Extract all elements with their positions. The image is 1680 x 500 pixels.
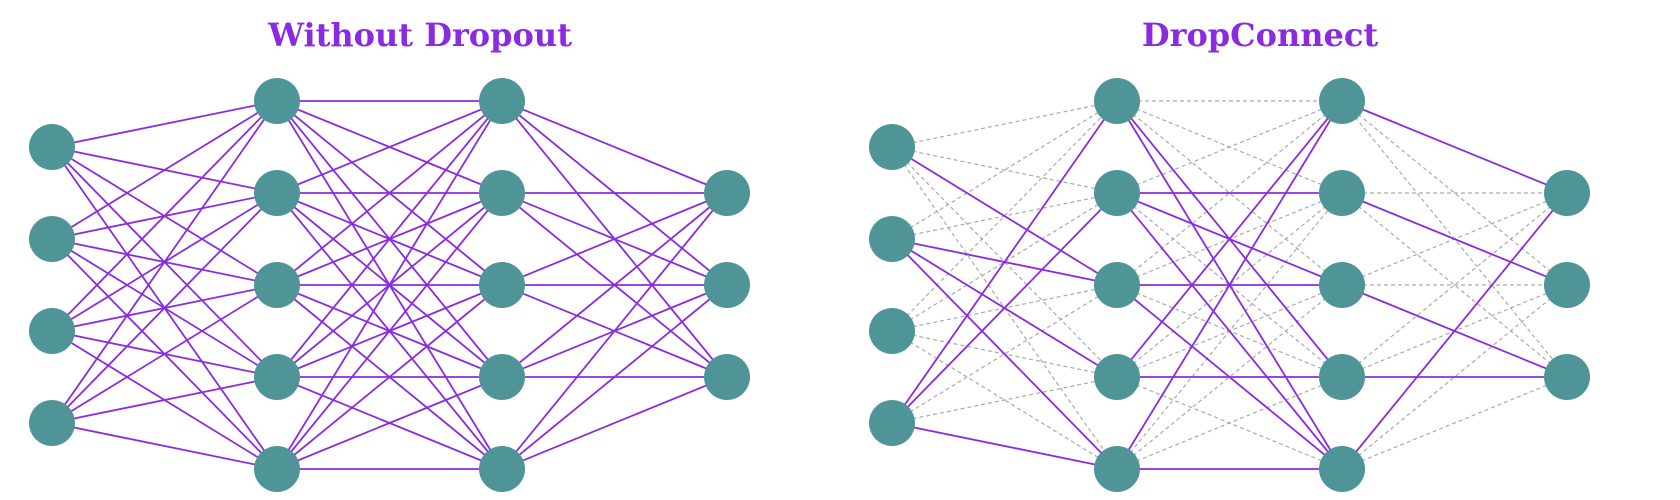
panel-title: Without Dropout — [268, 16, 572, 54]
network-diagram-dropconnect — [869, 78, 1590, 492]
active-connection — [501, 376, 728, 470]
hidden-2-node — [479, 446, 525, 492]
active-connection — [1116, 192, 1343, 470]
dropped-connection — [891, 284, 1118, 424]
active-connection — [51, 100, 278, 240]
active-connection — [1116, 100, 1343, 378]
dropped-connection — [891, 192, 1118, 332]
input-node — [869, 124, 915, 170]
hidden-2-node — [1319, 78, 1365, 124]
output-node — [1544, 354, 1590, 400]
hidden-2-node — [1319, 446, 1365, 492]
active-connection — [891, 100, 1118, 424]
output-node — [704, 354, 750, 400]
input-node — [29, 308, 75, 354]
output-node — [704, 170, 750, 216]
input-node — [869, 400, 915, 446]
active-connection — [276, 376, 503, 470]
input-node — [869, 308, 915, 354]
nodes-group — [869, 78, 1590, 492]
output-node — [704, 262, 750, 308]
dropped-connection — [891, 100, 1118, 332]
hidden-1-node — [254, 262, 300, 308]
active-connection — [276, 100, 503, 194]
active-connection — [1341, 100, 1568, 194]
hidden-2-node — [479, 262, 525, 308]
active-connection — [1341, 192, 1568, 470]
active-connection — [891, 192, 1118, 424]
input-node — [29, 216, 75, 262]
input-node — [869, 216, 915, 262]
active-connection — [276, 192, 503, 470]
nodes-group — [29, 78, 750, 492]
panel-title: DropConnect — [1141, 16, 1379, 54]
hidden-1-node — [254, 170, 300, 216]
active-connection — [276, 100, 503, 470]
output-node — [1544, 170, 1590, 216]
active-connection — [501, 192, 728, 286]
active-connection — [276, 284, 503, 470]
dropped-connection — [891, 376, 1118, 424]
active-connection — [891, 422, 1118, 470]
active-connection — [891, 146, 1118, 286]
active-connection — [276, 100, 503, 378]
active-connection — [501, 192, 728, 378]
active-connection — [51, 422, 278, 470]
active-connection — [501, 100, 728, 194]
dropped-connection — [891, 100, 1118, 148]
active-connection — [51, 100, 278, 424]
network-diagram-without-dropout — [29, 78, 750, 492]
dropped-connection — [891, 146, 1118, 194]
active-connection — [51, 100, 278, 148]
hidden-2-node — [479, 354, 525, 400]
edges-group — [51, 100, 728, 470]
hidden-2-node — [479, 170, 525, 216]
hidden-1-node — [254, 446, 300, 492]
panel-dropconnect: DropConnect — [840, 0, 1680, 500]
hidden-1-node — [1094, 354, 1140, 400]
active-connection — [501, 284, 728, 470]
active-connection — [51, 376, 278, 424]
dropped-connection — [891, 330, 1118, 470]
dropped-connection — [891, 146, 1118, 378]
input-node — [29, 400, 75, 446]
hidden-1-node — [1094, 446, 1140, 492]
hidden-2-node — [1319, 262, 1365, 308]
active-connection — [51, 100, 278, 332]
dropped-connection — [1341, 376, 1568, 470]
active-connection — [51, 192, 278, 424]
hidden-1-node — [254, 78, 300, 124]
active-connection — [51, 284, 278, 424]
active-connection — [1341, 192, 1568, 286]
active-connection — [276, 100, 503, 286]
panel-without-dropout: Without Dropout — [29, 16, 750, 492]
edges-group — [891, 100, 1568, 470]
active-connection — [891, 238, 1118, 470]
hidden-1-node — [1094, 262, 1140, 308]
output-node — [1544, 262, 1590, 308]
dropped-connection — [1116, 376, 1343, 470]
hidden-1-node — [1094, 78, 1140, 124]
dropped-connection — [891, 100, 1118, 240]
active-connection — [1116, 100, 1343, 470]
hidden-2-node — [479, 78, 525, 124]
input-node — [29, 124, 75, 170]
hidden-2-node — [1319, 354, 1365, 400]
hidden-2-node — [1319, 170, 1365, 216]
hidden-1-node — [1094, 170, 1140, 216]
dropped-connection — [1116, 100, 1343, 194]
hidden-1-node — [254, 354, 300, 400]
active-connection — [501, 192, 728, 470]
